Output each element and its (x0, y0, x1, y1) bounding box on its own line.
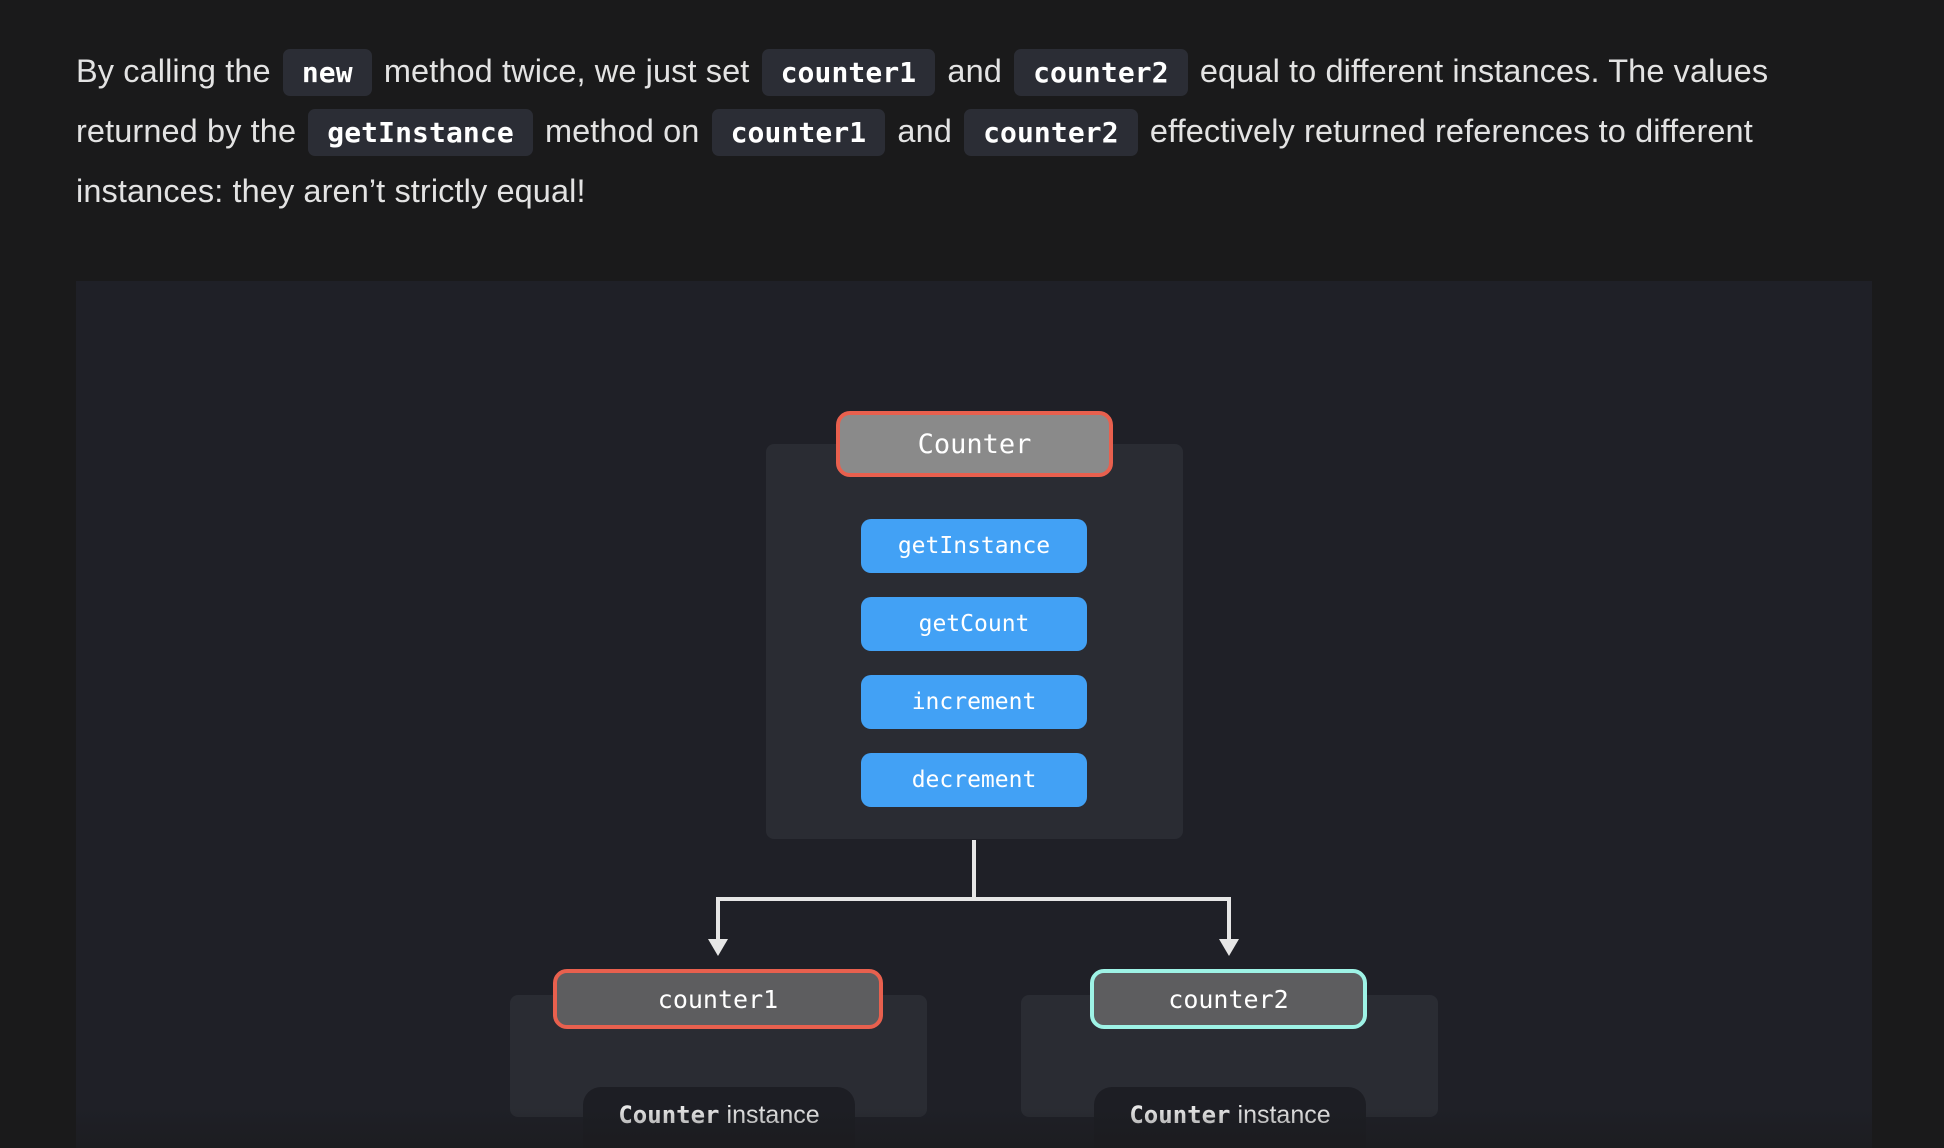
left-arrow-head (708, 939, 728, 956)
text-segment: effectively returned references to diffe… (1149, 113, 1753, 149)
text-segment: method twice, we just set (383, 53, 750, 89)
text-segment: By calling the (76, 53, 271, 89)
method-getcount: getCount (861, 597, 1087, 651)
method-increment: increment (861, 675, 1087, 729)
paragraph-line-3: instances: they aren’t strictly equal! (76, 162, 1876, 221)
method-decrement: decrement (861, 753, 1087, 807)
inline-code-counter2: counter2 (964, 109, 1138, 156)
text-segment: returned by the (76, 113, 297, 149)
paragraph-line-2: returned by the getInstance method on co… (76, 102, 1876, 162)
singleton-diagram: Counter getInstance getCount increment d… (76, 281, 1872, 1148)
right-arrow-head (1219, 939, 1239, 956)
connector-arrows (708, 840, 1239, 956)
inline-code-counter2: counter2 (1014, 49, 1188, 96)
counter-class-header: Counter (836, 411, 1113, 477)
inline-code-new: new (282, 49, 372, 96)
text-segment: and (947, 53, 1002, 89)
paragraph-line-1: By calling the new method twice, we just… (76, 42, 1876, 102)
method-getinstance: getInstance (861, 519, 1087, 573)
inline-code-counter1: counter1 (711, 109, 886, 156)
text-segment: equal to different instances. The values (1199, 53, 1769, 89)
counter2-header: counter2 (1090, 969, 1367, 1029)
bottom-fade-overlay (76, 1108, 1872, 1148)
inline-code-getinstance: getInstance (308, 109, 533, 156)
counter1-header: counter1 (553, 969, 883, 1029)
inline-code-counter1: counter1 (761, 49, 936, 96)
text-segment: instances: they aren’t strictly equal! (76, 173, 586, 209)
explanation-paragraph: By calling the new method twice, we just… (76, 42, 1876, 221)
text-segment: and (897, 113, 952, 149)
text-segment: method on (544, 113, 700, 149)
